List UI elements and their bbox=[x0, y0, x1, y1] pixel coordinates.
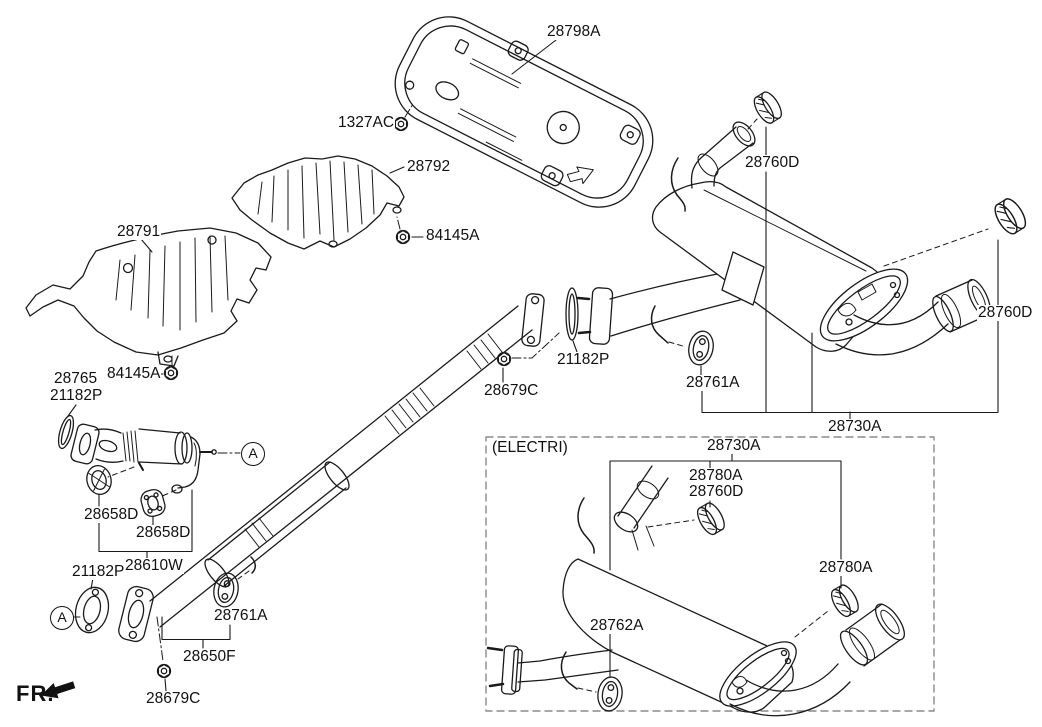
part-label-28761A-right: 28761A bbox=[685, 374, 741, 392]
electri-variant-note: (ELECTRI) bbox=[491, 439, 569, 457]
main-muffler-28730A bbox=[650, 121, 991, 356]
view-callout-A-flange: A bbox=[50, 606, 74, 630]
dashed-leaders bbox=[107, 118, 989, 693]
nut-84145A-top bbox=[395, 229, 411, 245]
part-label-28760D-upper: 28760D bbox=[744, 154, 801, 172]
leader-lines bbox=[67, 39, 999, 692]
dash-dot-leaders bbox=[71, 103, 560, 662]
tail-trim-ring-28760D-right bbox=[990, 194, 1031, 238]
hanger-28761A-right bbox=[685, 328, 717, 368]
nut-28679C-bottom bbox=[156, 663, 172, 679]
part-label-28610W: 28610W bbox=[124, 557, 184, 575]
trim-ring-28780A-28760D-electri bbox=[693, 499, 729, 538]
part-label-21182P-bl: 21182P bbox=[71, 563, 126, 581]
part-label-84145A-left: 84145A bbox=[106, 365, 162, 383]
part-label-28679C-mid: 28679C bbox=[483, 382, 540, 400]
part-label-28791: 28791 bbox=[116, 223, 162, 241]
part-label-28730A-electri: 28730A bbox=[706, 437, 762, 455]
hanger-28658D-1 bbox=[86, 465, 112, 495]
part-label-84145A-top: 84145A bbox=[425, 227, 481, 245]
front-pipe-28610W bbox=[57, 414, 217, 494]
part-label-28762A: 28762A bbox=[589, 617, 645, 635]
trim-ring-28780A-electri-right bbox=[827, 581, 863, 620]
part-label-21182P-left: 21182P bbox=[49, 387, 104, 405]
part-label-28792: 28792 bbox=[406, 158, 452, 176]
hanger-28658D-2 bbox=[140, 488, 166, 518]
part-label-28679C-bottom: 28679C bbox=[145, 690, 202, 708]
part-label-28658D-1: 28658D bbox=[83, 506, 140, 524]
heat-protector-28792 bbox=[231, 155, 405, 250]
electri-muffler-28730A bbox=[486, 465, 905, 717]
part-label-28730A-main: 28730A bbox=[827, 418, 883, 436]
part-label-28658D-2: 28658D bbox=[135, 524, 192, 542]
pipe-joint-21182P bbox=[521, 271, 741, 347]
part-label-28760D-right: 28760D bbox=[977, 304, 1034, 322]
nut-1327AC bbox=[393, 116, 409, 132]
part-label-28650F: 28650F bbox=[182, 648, 237, 666]
hanger-28762A bbox=[595, 674, 625, 714]
part-label-28780A-electri-mid: 28780A bbox=[688, 467, 744, 485]
center-pipe-28650F bbox=[74, 305, 533, 643]
nut-84145A-left bbox=[163, 365, 179, 381]
part-label-1327AC: 1327AC bbox=[337, 114, 396, 132]
view-callout-A-frontpipe: A bbox=[241, 442, 265, 466]
part-label-28761A-bottom: 28761A bbox=[213, 607, 269, 625]
nut-28679C-mid bbox=[496, 351, 512, 367]
part-label-28780A-electri-right: 28780A bbox=[818, 559, 874, 577]
part-label-28760D-electri: 28760D bbox=[688, 483, 745, 501]
underfloor-cover-28798A bbox=[394, 16, 654, 208]
part-label-21182P-mid: 21182P bbox=[556, 351, 611, 369]
part-label-28798A: 28798A bbox=[546, 23, 602, 41]
fr-direction-arrow bbox=[40, 681, 76, 699]
part-label-28765: 28765 bbox=[53, 370, 99, 388]
